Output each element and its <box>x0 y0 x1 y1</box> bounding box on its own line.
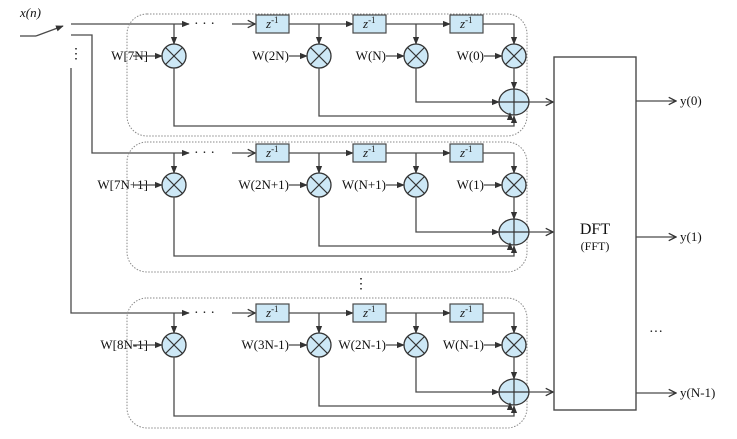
branch-group-outline <box>126 297 528 429</box>
delay-label: z-1 <box>265 304 279 320</box>
delay-line-ellipsis: · · · <box>194 306 215 321</box>
dft-output: y(0) <box>636 93 702 108</box>
input-weight-label: W[7N+1] <box>97 177 148 192</box>
delay-element: z-1 <box>352 303 387 323</box>
delay-element: z-1 <box>255 303 290 323</box>
multiplier-node <box>306 43 332 69</box>
delay-label: z-1 <box>362 304 376 320</box>
delay-line-ellipsis: · · · <box>194 146 215 161</box>
multiplier-node <box>501 43 527 69</box>
dft-subtitle: (FFT) <box>581 239 610 253</box>
multiplier-node <box>306 172 332 198</box>
delay-element: z-1 <box>255 14 290 34</box>
filter-branch: · · · z-1 z-1 z-1W[7N] W(2N) W(N) W(0) <box>111 13 553 137</box>
delay-label: z-1 <box>362 15 376 31</box>
tap-weight-label: W(2N+1) <box>238 177 289 192</box>
input-weight-label: W[8N-1] <box>100 337 148 352</box>
delay-element: z-1 <box>449 14 484 34</box>
dft-box <box>553 56 637 411</box>
tap-weight-label: W(3N-1) <box>241 337 289 352</box>
multiplier-node <box>161 172 187 198</box>
dft-title: DFT <box>580 221 610 238</box>
tap-weight-label: W(1) <box>457 177 484 192</box>
filter-branch: · · · z-1 z-1 z-1W[8N-1] W(3N-1) W(2N-1) W(N-1… <box>100 297 553 429</box>
multiplier-node <box>403 172 429 198</box>
input-weight-label: W[7N] <box>111 48 148 63</box>
tap-weight-label: W(N+1) <box>342 177 386 192</box>
multiplier-node <box>403 332 429 358</box>
branch-group-outline <box>126 141 528 273</box>
input-commutator-switch: x(n) ⋮ <box>19 5 83 62</box>
multiplier-node <box>501 332 527 358</box>
delay-label: z-1 <box>459 144 473 160</box>
dft-output: y(1) <box>636 229 702 244</box>
delay-label: z-1 <box>265 15 279 31</box>
delay-label: z-1 <box>265 144 279 160</box>
tap-weight-label: W(0) <box>457 48 484 63</box>
delay-label: z-1 <box>362 144 376 160</box>
output-label: y(N-1) <box>680 385 715 400</box>
multiplier-node <box>403 43 429 69</box>
filter-branch: · · · z-1 z-1 z-1W[7N+1] W(2N+1) W(N+1) W(1) <box>97 141 553 273</box>
delay-element: z-1 <box>449 143 484 163</box>
multiplier-node <box>501 172 527 198</box>
dft-block: DFT (FFT) <box>553 56 637 411</box>
branch-vertical-ellipsis: ⋮ <box>354 277 368 292</box>
switch-arm <box>35 25 64 37</box>
tap-weight-label: W(2N-1) <box>338 337 386 352</box>
delay-element: z-1 <box>352 143 387 163</box>
tap-weight-label: W(N) <box>356 48 386 63</box>
summation-node <box>498 88 530 116</box>
tap-weight-label: W(N-1) <box>443 337 484 352</box>
dft-output: y(N-1) <box>636 385 715 400</box>
summation-node <box>498 218 530 246</box>
dft-outputs: y(0) y(1) y(N-1) <box>636 93 715 400</box>
delay-element: z-1 <box>255 143 290 163</box>
output-ellipsis: ··· <box>649 325 663 340</box>
switch-vertical-ellipsis: ⋮ <box>69 47 83 62</box>
delay-label: z-1 <box>459 15 473 31</box>
input-label: x(n) <box>19 5 41 20</box>
delay-label: z-1 <box>459 304 473 320</box>
summation-node <box>498 378 530 406</box>
multiplier-node <box>306 332 332 358</box>
delay-element: z-1 <box>352 14 387 34</box>
tap-weight-label: W(2N) <box>252 48 289 63</box>
output-label: y(0) <box>680 93 702 108</box>
multiplier-node <box>161 332 187 358</box>
delay-line-ellipsis: · · · <box>194 17 215 32</box>
delay-element: z-1 <box>449 303 484 323</box>
commutator-wires <box>70 23 180 314</box>
multiplier-node <box>161 43 187 69</box>
branch-group-outline <box>126 13 528 137</box>
output-label: y(1) <box>680 229 702 244</box>
